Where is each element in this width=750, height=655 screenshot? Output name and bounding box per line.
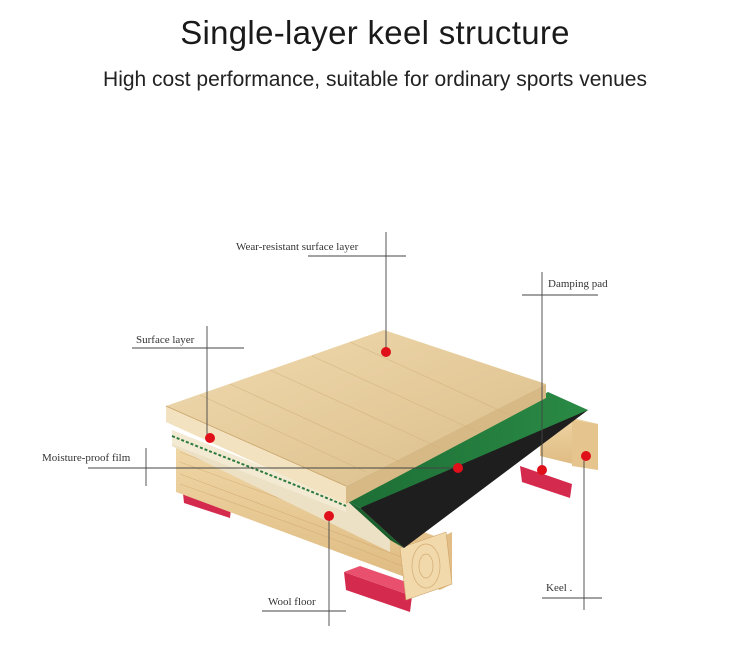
label-surface-layer: Surface layer xyxy=(136,334,195,346)
label-wool-floor: Wool floor xyxy=(268,596,316,608)
label-keel: Keel . xyxy=(546,582,573,594)
label-damping-pad: Damping pad xyxy=(548,278,608,290)
markers xyxy=(205,347,591,521)
label-moisture-film: Moisture-proof film xyxy=(42,452,131,464)
moisture-film-layer xyxy=(346,392,588,548)
marker-damping-pad xyxy=(537,465,547,475)
marker-keel xyxy=(581,451,591,461)
page-subtitle: High cost performance, suitable for ordi… xyxy=(103,68,647,91)
marker-moisture-film xyxy=(453,463,463,473)
label-wear-surface: Wear-resistant surface layer xyxy=(236,241,359,253)
marker-surface-layer xyxy=(205,433,215,443)
marker-wear-surface xyxy=(381,347,391,357)
page-title: Single-layer keel structure xyxy=(180,14,570,51)
surface-board xyxy=(165,330,546,504)
marker-wool-floor xyxy=(324,511,334,521)
wool-floor-layer xyxy=(171,430,390,552)
leader-lines xyxy=(88,232,602,626)
